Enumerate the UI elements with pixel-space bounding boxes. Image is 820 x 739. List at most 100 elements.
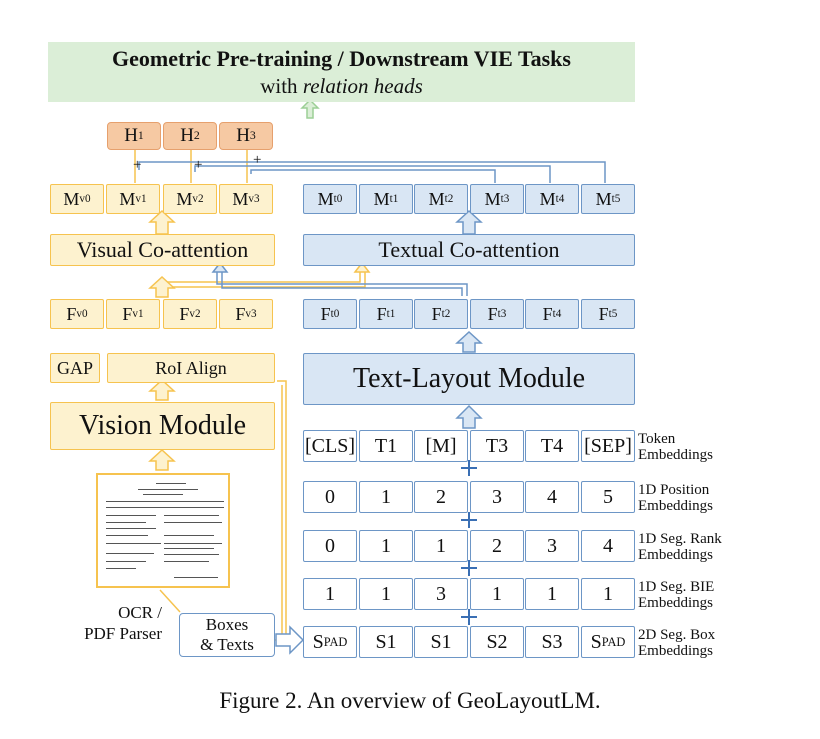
embedding-cell-text: 3 (492, 485, 502, 508)
head-plus: + (133, 157, 142, 173)
banner-subtitle-italic: relation heads (302, 74, 423, 98)
banner-subtitle: with relation heads (48, 74, 635, 98)
visual-feature-token-text: F (66, 303, 77, 324)
visual-output-token-text: M (232, 188, 249, 209)
head-plus: + (194, 157, 203, 173)
embedding-cell: 2 (414, 481, 468, 513)
visual-feature-token-text: F (179, 303, 190, 324)
embedding-cell-text: [CLS] (305, 434, 355, 457)
document-image (96, 473, 230, 588)
embedding-plus (461, 460, 477, 476)
embedding-cell-text: 0 (325, 534, 335, 557)
boxes-to-roi (275, 385, 283, 641)
embedding-cell: [M] (414, 430, 468, 462)
head-plus: + (253, 152, 262, 168)
embedding-cell: [SEP] (581, 430, 635, 462)
embedding-cell: 0 (303, 481, 357, 513)
visual-output-token-text: M (176, 188, 193, 209)
ocr-parser-label: OCR / PDF Parser (84, 603, 162, 643)
boxes-texts-box: Boxes & Texts (179, 613, 275, 657)
embedding-cell-text: [SEP] (584, 434, 632, 457)
embedding-cell-text: S1 (430, 630, 452, 653)
visual-feature-arrow (148, 275, 176, 298)
embedding-cell-text: 3 (547, 534, 557, 557)
embedding-cell: 5 (581, 481, 635, 513)
embedding-cell-text: S (312, 630, 324, 653)
embedding-cell-text: 1 (381, 485, 391, 508)
embedding-cell-text: T3 (485, 434, 509, 457)
embedding-cell-text: T4 (540, 434, 564, 457)
embedding-cell: T1 (359, 430, 413, 462)
boxes-to-roi (277, 380, 287, 640)
embedding-cell-text: 1 (381, 534, 391, 557)
embedding-cell: 1 (525, 578, 579, 610)
cross-arrowhead (353, 261, 371, 273)
embedding-cell-text: T1 (374, 434, 398, 457)
gap-box: GAP (50, 353, 100, 383)
relation-head-text: H (180, 125, 194, 146)
embedding-cell-text: S1 (375, 630, 397, 653)
embedding-cell: 2 (470, 530, 524, 562)
embedding-row-label: 2D Seg. Box Embeddings (638, 627, 716, 659)
embedding-cell-text: S (590, 630, 602, 653)
embedding-cell: 1 (470, 578, 524, 610)
embedding-cell: 1 (359, 578, 413, 610)
task-banner: Geometric Pre-training / Downstream VIE … (48, 42, 635, 102)
head-connector (138, 161, 606, 183)
embedding-cell-text: 0 (325, 485, 335, 508)
doc-to-boxes (159, 589, 181, 613)
banner-title: Geometric Pre-training / Downstream VIE … (112, 46, 571, 71)
figure-caption: Figure 2. An overview of GeoLayoutLM. (219, 688, 601, 713)
visual-coatt-arrow (148, 209, 176, 235)
text-output-token-text: M (484, 188, 501, 209)
embedding-row-label: 1D Position Embeddings (638, 482, 713, 514)
embedding-cell-text: 1 (547, 582, 557, 605)
embedding-row-label: 1D Seg. Rank Embeddings (638, 531, 722, 563)
embedding-row-label: 1D Seg. BIE Embeddings (638, 579, 715, 611)
text-output-token-text: M (373, 188, 390, 209)
embedding-cell-text: S3 (541, 630, 563, 653)
embedding-cell: 4 (525, 481, 579, 513)
embedding-plus (461, 560, 477, 576)
cross-connector (216, 270, 468, 296)
text-feature-token-text: F (542, 303, 553, 324)
vision-module: Vision Module (50, 402, 275, 450)
embedding-row-label: Token Embeddings (638, 431, 713, 463)
embedding-cell-text: 1 (381, 582, 391, 605)
embedding-cell-text: 4 (547, 485, 557, 508)
embedding-cell: 1 (359, 481, 413, 513)
embedding-cell-text: 1 (325, 582, 335, 605)
embedding-cell-text: 1 (603, 582, 613, 605)
banner-subtitle-prefix: with (260, 74, 298, 98)
text-feature-token-text: F (431, 303, 442, 324)
relation-head-text: H (124, 125, 138, 146)
cross-connector (161, 270, 361, 296)
vision-up-arrow (148, 378, 176, 401)
text-feature-arrow (455, 330, 483, 353)
embedding-cell: 3 (414, 578, 468, 610)
embedding-cell: 4 (581, 530, 635, 562)
visual-feature-token-text: F (122, 303, 133, 324)
embedding-cell-text: 3 (436, 582, 446, 605)
boxes-to-embed-arrow (275, 625, 305, 655)
embedding-cell: 1 (359, 530, 413, 562)
embedding-cell: 3 (470, 481, 524, 513)
embedding-cell: 1 (303, 578, 357, 610)
